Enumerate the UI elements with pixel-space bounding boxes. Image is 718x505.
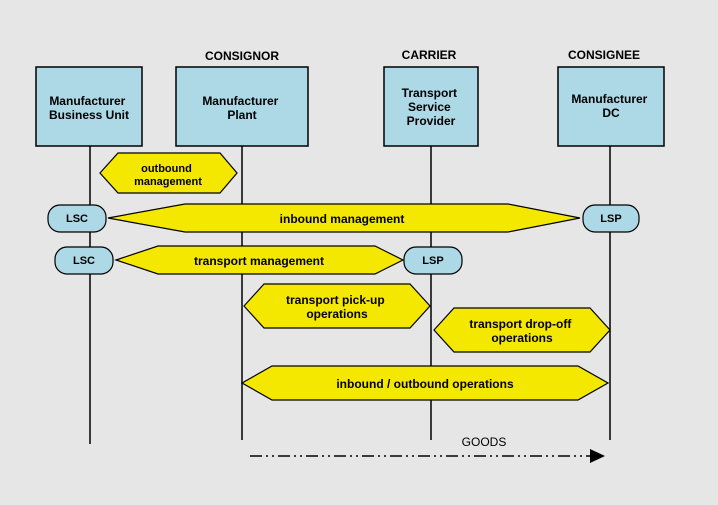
entity-dc-line2: DC — [602, 106, 620, 120]
svg-text:outbound management: outbound management — [134, 163, 202, 188]
transport-management-label: transport management — [194, 254, 324, 268]
entity-tsp: Transport Service Provider — [383, 66, 479, 147]
entity-dc: Manufacturer DC — [557, 66, 665, 147]
goods-arrowhead-icon — [590, 449, 605, 463]
badge-lsp-top: LSP — [582, 204, 640, 233]
svg-text:transport pick-up operat: transport pick-up operations — [286, 293, 388, 321]
outbound-line2: management — [134, 176, 202, 188]
entity-plant-line1: Manufacturer — [202, 94, 278, 108]
io-operations-label: inbound / outbound operations — [336, 377, 514, 391]
activity-inbound-outbound-operations: inbound / outbound operations — [240, 365, 610, 401]
entity-dc-line1: Manufacturer — [571, 92, 647, 106]
badge-lsp-mid-label: LSP — [422, 255, 443, 267]
role-consignee: CONSIGNEE — [568, 48, 640, 62]
activity-transport-management: transport management — [114, 245, 405, 275]
entity-business-unit: Manufacturer Business Unit — [35, 66, 143, 147]
goods-label: GOODS — [462, 435, 507, 449]
activity-outbound-management: outbound management — [99, 152, 238, 194]
pickup-line1: transport pick-up — [286, 293, 385, 307]
activity-pickup-operations: transport pick-up operations — [243, 283, 431, 329]
entity-tsp-line2: Service — [408, 100, 451, 114]
entity-plant: Manufacturer Plant — [175, 66, 309, 147]
outbound-line1: outbound — [141, 163, 192, 175]
badge-lsc-top-label: LSC — [66, 213, 88, 225]
entity-business-unit-line2: Business Unit — [49, 108, 129, 122]
badge-lsc-top: LSC — [47, 204, 107, 233]
entity-business-unit-line1: Manufacturer — [49, 94, 125, 108]
svg-text:Transport Service: Transport Service Provider — [402, 86, 461, 128]
badge-lsp-mid: LSP — [403, 246, 463, 275]
entity-tsp-line1: Transport — [402, 86, 457, 100]
svg-text:Manufacturer Business Un: Manufacturer Business Unit — [49, 94, 129, 122]
badge-lsc-mid: LSC — [54, 246, 114, 275]
activity-inbound-management: inbound management — [107, 203, 581, 233]
dropoff-line1: transport drop-off — [469, 317, 572, 331]
entity-plant-line2: Plant — [227, 108, 256, 122]
dropoff-line2: operations — [491, 331, 553, 345]
role-carrier: CARRIER — [402, 48, 457, 62]
activity-dropoff-operations: transport drop-off operations — [433, 307, 611, 353]
badge-lsc-mid-label: LSC — [73, 255, 95, 267]
pickup-line2: operations — [306, 307, 368, 321]
svg-text:Manufacturer DC: Manufacturer DC — [571, 92, 650, 120]
svg-text:transport drop-off opera: transport drop-off operations — [469, 317, 574, 345]
badge-lsp-top-label: LSP — [600, 213, 621, 225]
inbound-management-label: inbound management — [280, 212, 405, 226]
svg-text:Manufacturer Plant: Manufacturer Plant — [202, 94, 281, 122]
role-consignor: CONSIGNOR — [205, 49, 279, 63]
entity-tsp-line3: Provider — [407, 114, 456, 128]
